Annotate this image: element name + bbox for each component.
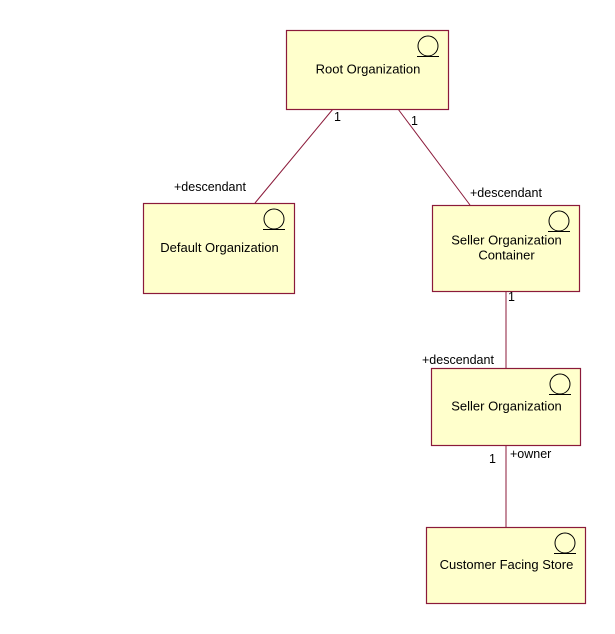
node-root[interactable]: Root Organization xyxy=(285,29,450,111)
labels-layer: 1 +descendant 1 +descendant 1 +descendant 1 +ow… xyxy=(174,110,551,466)
association-edge-root-to-seller-container xyxy=(397,108,471,206)
entity-icon xyxy=(417,35,439,57)
entity-icon xyxy=(263,208,285,230)
edges-layer xyxy=(254,108,507,527)
role-label: +descendant xyxy=(470,186,542,200)
association-edge-root-to-default xyxy=(254,108,334,204)
role-label: +owner xyxy=(510,447,551,461)
entity-icon xyxy=(549,373,571,395)
entity-icon xyxy=(554,532,576,554)
role-label: +descendant xyxy=(174,180,246,194)
node-store[interactable]: Customer Facing Store xyxy=(425,526,587,605)
node-label: Seller Organization xyxy=(451,233,562,248)
node-seller[interactable]: Seller Organization xyxy=(430,367,582,447)
node-label: Seller Organization xyxy=(451,399,562,414)
entity-icon xyxy=(548,210,570,232)
node-label: Default Organization xyxy=(160,240,279,255)
multiplicity-label: 1 xyxy=(489,452,496,466)
multiplicity-label: 1 xyxy=(334,110,341,124)
multiplicity-label: 1 xyxy=(508,290,515,304)
node-label: Root Organization xyxy=(316,62,421,77)
role-label: +descendant xyxy=(422,353,494,367)
node-label: Customer Facing Store xyxy=(440,557,574,572)
node-default[interactable]: Default Organization xyxy=(142,202,296,295)
node-label: Container xyxy=(478,248,535,263)
multiplicity-label: 1 xyxy=(411,114,418,128)
